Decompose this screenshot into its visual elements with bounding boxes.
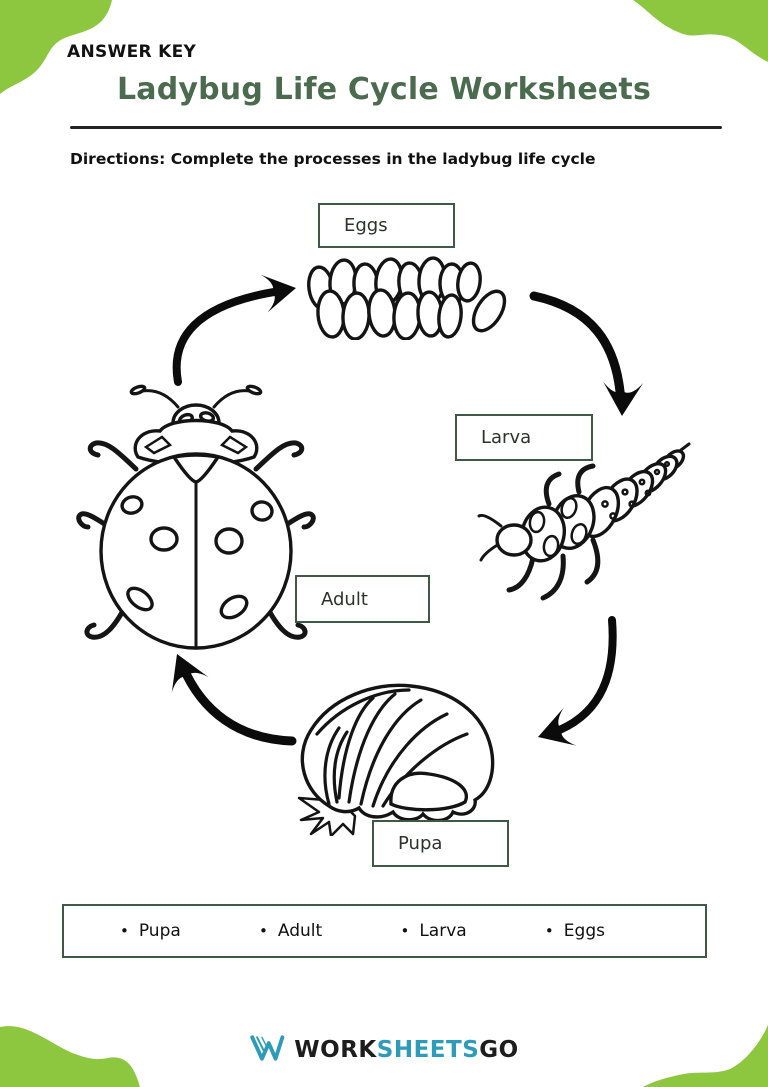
logo-sheets: SHEETS: [376, 1037, 480, 1063]
word-bank-label: Larva: [419, 921, 467, 941]
eggs-illustration: [303, 254, 508, 340]
worksheetsgo-w-icon: [249, 1034, 285, 1066]
arrow-adult-to-eggs: [172, 274, 296, 386]
cycle-arrows: [0, 190, 768, 880]
word-bank-item-eggs: • Eggs: [545, 921, 605, 941]
bullet-icon: •: [400, 921, 410, 940]
corner-blob-top-right: [633, 0, 768, 75]
pupa-illustration: [281, 676, 509, 836]
stage-label-pupa: Pupa: [398, 833, 443, 854]
logo-work: WORK: [294, 1037, 377, 1063]
word-bank-item-larva: • Larva: [400, 921, 466, 941]
corner-blob-top-left: [0, 0, 140, 110]
stage-label-eggs: Eggs: [344, 215, 388, 236]
stage-label-box-eggs: Eggs: [318, 203, 455, 248]
arrow-eggs-to-larva: [529, 291, 644, 416]
stage-label-adult: Adult: [321, 588, 368, 610]
corner-blob-bottom-left: [0, 1025, 150, 1087]
answer-key-label: ANSWER KEY: [67, 42, 197, 62]
bullet-icon: •: [120, 921, 129, 940]
word-bank-label: Adult: [277, 921, 323, 941]
stage-label-box-adult: Adult: [295, 575, 430, 623]
arrow-larva-to-pupa: [538, 616, 617, 746]
bullet-icon: •: [259, 921, 268, 940]
bullet-icon: •: [544, 921, 554, 940]
larva-illustration: [477, 438, 695, 606]
stage-label-box-pupa: Pupa: [372, 820, 509, 867]
word-bank-label: Pupa: [138, 921, 181, 941]
directions-text: Directions: Complete the processes in th…: [70, 150, 596, 168]
word-bank-item-pupa: • Pupa: [120, 921, 181, 941]
word-bank-item-adult: • Adult: [259, 921, 322, 941]
adult-ladybug-illustration: [76, 383, 316, 651]
page-title: Ladybug Life Cycle Worksheets: [116, 72, 652, 107]
stage-label-box-larva: Larva: [455, 414, 593, 461]
corner-blob-bottom-right: [638, 1025, 768, 1087]
stage-label-larva: Larva: [481, 427, 532, 448]
arrow-pupa-to-adult: [171, 654, 297, 746]
title-divider: [70, 126, 722, 129]
logo-go: GO: [479, 1037, 519, 1063]
worksheetsgo-logo: WORKSHEETSGO: [249, 1034, 518, 1066]
word-bank-label: Eggs: [563, 921, 605, 941]
logo-wordmark: WORKSHEETSGO: [294, 1037, 518, 1063]
word-bank: • Pupa • Adult • Larva • Eggs: [62, 904, 707, 958]
